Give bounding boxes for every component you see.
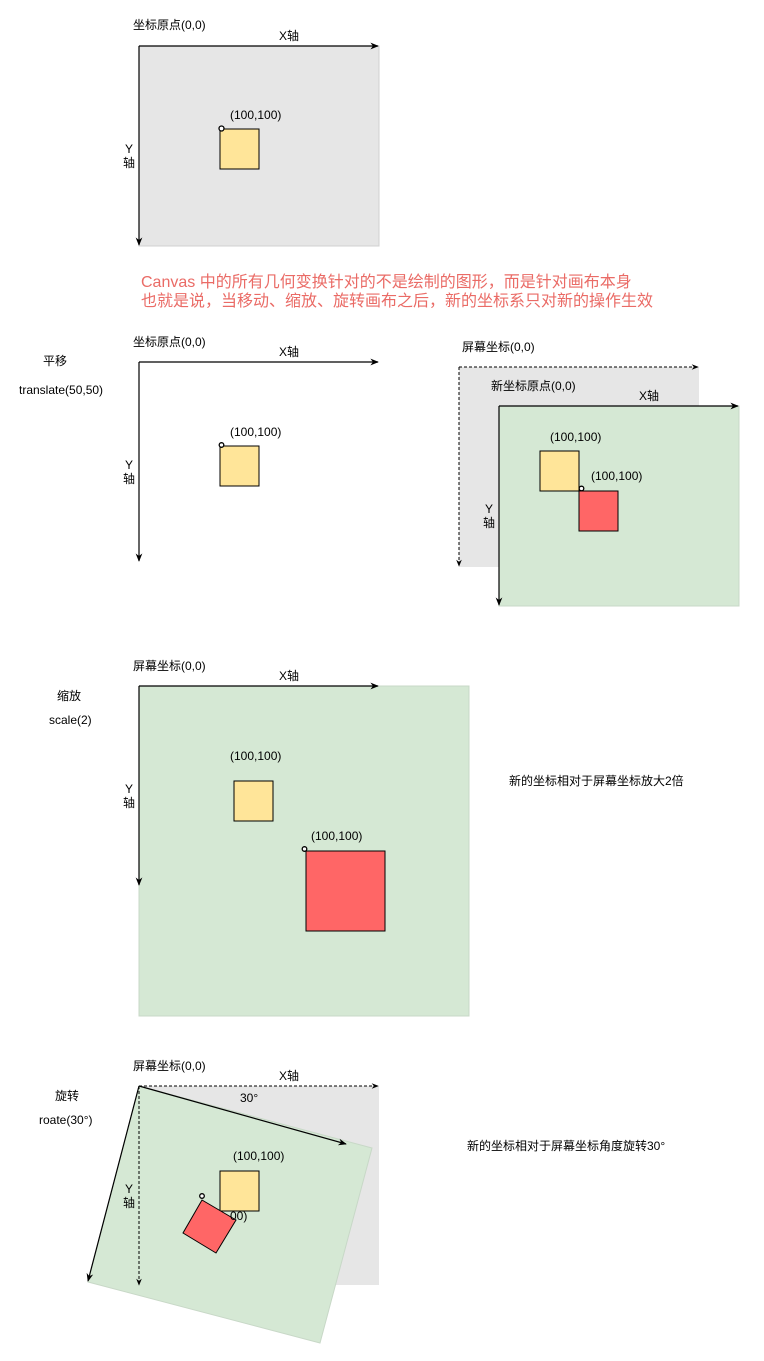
anchor-point-icon <box>199 1193 205 1199</box>
point-label-old: (100,100) <box>233 1149 285 1163</box>
x-axis-label: X轴 <box>279 669 300 683</box>
scale-description: 新的坐标相对于屏幕坐标放大2倍 <box>509 774 684 788</box>
translate-left-system <box>135 358 379 562</box>
translated-canvas <box>498 405 740 607</box>
translate-right-system <box>456 364 740 607</box>
y-axis-label-zhou: 轴 <box>122 1196 135 1210</box>
x-axis-label: X轴 <box>279 29 300 43</box>
anchor-point-icon <box>301 846 308 852</box>
rotate-title: 旋转 <box>55 1089 80 1103</box>
x-axis-label: X轴 <box>279 1069 300 1083</box>
point-label-old: (100,100) <box>230 749 282 763</box>
anchor-point-icon <box>218 125 225 132</box>
yellow-square <box>219 1170 260 1212</box>
scale-call: scale(2) <box>49 713 92 727</box>
note-line-2: 也就是说，当移动、缩放、旋转画布之后，新的坐标系只对新的操作生效 <box>141 293 654 310</box>
point-label-old: (100,100) <box>550 430 602 444</box>
translate-title: 平移 <box>43 354 68 368</box>
yellow-square <box>233 780 274 822</box>
y-axis-label-y: Y <box>124 142 133 156</box>
rotate-call: roate(30°) <box>39 1113 93 1127</box>
point-label-new: (100,100) <box>311 829 363 843</box>
note-line-1: Canvas 中的所有几何变换针对的不是绘制的图形，而是针对画布本身 <box>141 274 632 291</box>
point-label-new-partial: 00) <box>230 1209 248 1223</box>
screen-origin-label: 屏幕坐标(0,0) <box>133 1059 206 1073</box>
yellow-square <box>219 445 260 487</box>
origin-label: 坐标原点(0,0) <box>133 335 206 349</box>
rotate-system <box>86 1083 379 1344</box>
x-axis-label: X轴 <box>639 389 660 403</box>
scale-system <box>135 682 470 1017</box>
new-origin-label: 新坐标原点(0,0) <box>491 379 576 393</box>
point-label-new: (100,100) <box>591 469 643 483</box>
translate-call: translate(50,50) <box>19 383 104 397</box>
y-axis-label-zhou: 轴 <box>122 156 135 170</box>
y-axis-label-y: Y <box>484 502 493 516</box>
y-axis-label-zhou: 轴 <box>482 516 495 530</box>
angle-label: 30° <box>240 1091 259 1105</box>
point-label: (100,100) <box>230 425 282 439</box>
rotate-description: 新的坐标相对于屏幕坐标角度旋转30° <box>467 1139 666 1153</box>
yellow-square <box>539 450 580 492</box>
yellow-square <box>219 128 260 170</box>
rotated-y-axis-arrow <box>86 1085 140 1282</box>
x-axis-label: X轴 <box>279 345 300 359</box>
red-square <box>578 490 619 532</box>
scale-title: 缩放 <box>57 689 82 703</box>
red-square-rotated <box>182 1199 237 1254</box>
y-axis-label-y: Y <box>124 1182 133 1196</box>
anchor-point-icon <box>218 442 225 448</box>
screen-origin-label: 屏幕坐标(0,0) <box>462 340 535 354</box>
y-axis-label-y: Y <box>124 782 133 796</box>
anchor-point-icon <box>578 485 585 492</box>
rotated-x-axis-arrow <box>138 1085 347 1146</box>
y-axis-label-zhou: 轴 <box>122 796 135 810</box>
origin-label: 坐标原点(0,0) <box>133 18 206 32</box>
screen-origin-label: 屏幕坐标(0,0) <box>133 659 206 673</box>
red-square-scaled <box>305 850 386 932</box>
y-axis-label-zhou: 轴 <box>122 472 135 486</box>
original-coordinate-system <box>135 42 380 247</box>
point-label: (100,100) <box>230 108 282 122</box>
y-axis-label-y: Y <box>124 458 133 472</box>
